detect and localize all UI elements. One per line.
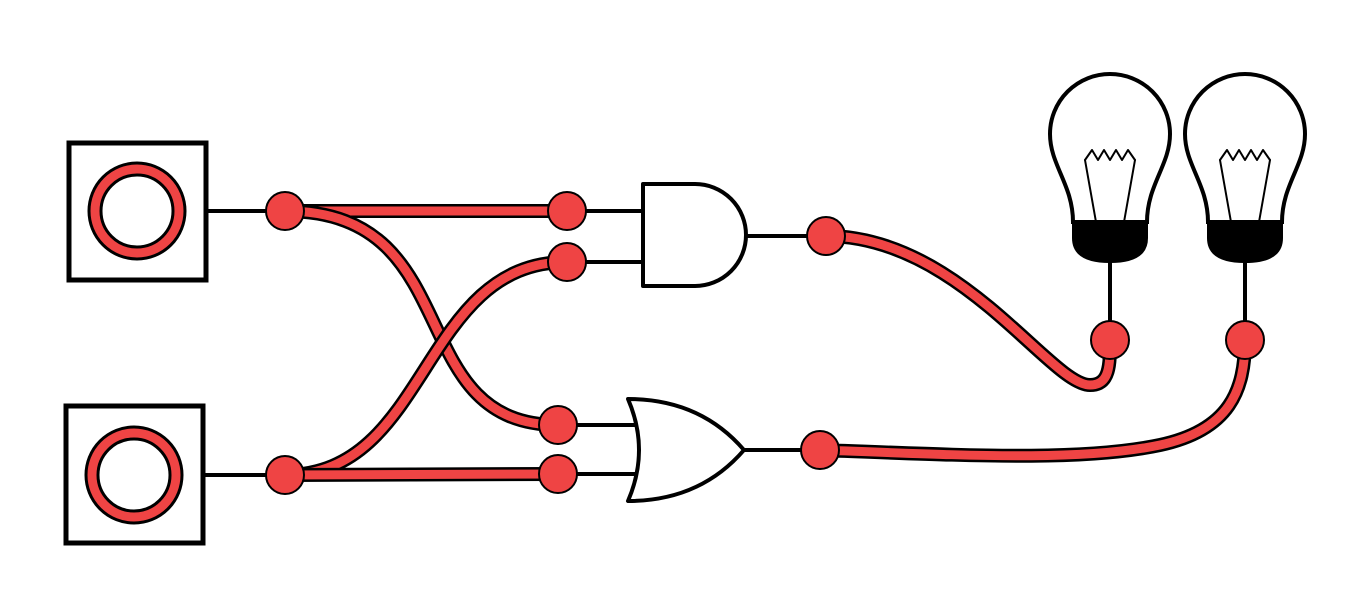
- bulb-2: [1182, 72, 1308, 264]
- bulb-1-base: [1072, 221, 1148, 264]
- wire-and-to-bulb-1[interactable]: [819, 229, 1117, 392]
- and-gate-output-node[interactable]: [806, 216, 846, 256]
- switch-a[interactable]: [66, 140, 209, 283]
- and-gate-input-1-node[interactable]: [547, 191, 587, 231]
- switch-b[interactable]: [63, 403, 206, 546]
- bulb-2-base: [1207, 221, 1283, 264]
- or-gate-input-1-node[interactable]: [538, 405, 578, 445]
- switch-a-ring-hole: [99, 173, 175, 249]
- or-gate-output-node[interactable]: [800, 430, 840, 470]
- wire-b-to-and[interactable]: [278, 255, 574, 482]
- bulb-2-filament-icon: [1219, 149, 1271, 223]
- wires: [278, 204, 1252, 482]
- switch-a-output-node[interactable]: [265, 191, 305, 231]
- bulb-1-glass: [1047, 72, 1173, 224]
- and-gate-input-2-node[interactable]: [547, 242, 587, 282]
- switch-b-output-node[interactable]: [265, 455, 305, 495]
- bulb-1: [1047, 72, 1173, 264]
- wire-b-to-or[interactable]: [278, 467, 565, 482]
- or-gate-icon[interactable]: [626, 397, 746, 503]
- wire-or-to-bulb-2[interactable]: [813, 333, 1252, 463]
- wire-a-to-or[interactable]: [278, 204, 565, 432]
- and-gate-icon[interactable]: [641, 182, 748, 288]
- bulb-1-filament-icon: [1084, 149, 1136, 223]
- bulb-2-input-node[interactable]: [1225, 320, 1265, 360]
- bulb-2-glass: [1182, 72, 1308, 224]
- switch-b-ring-hole: [96, 437, 172, 513]
- nodes: [265, 191, 1265, 495]
- bulb-1-input-node[interactable]: [1090, 320, 1130, 360]
- or-gate-input-2-node[interactable]: [538, 454, 578, 494]
